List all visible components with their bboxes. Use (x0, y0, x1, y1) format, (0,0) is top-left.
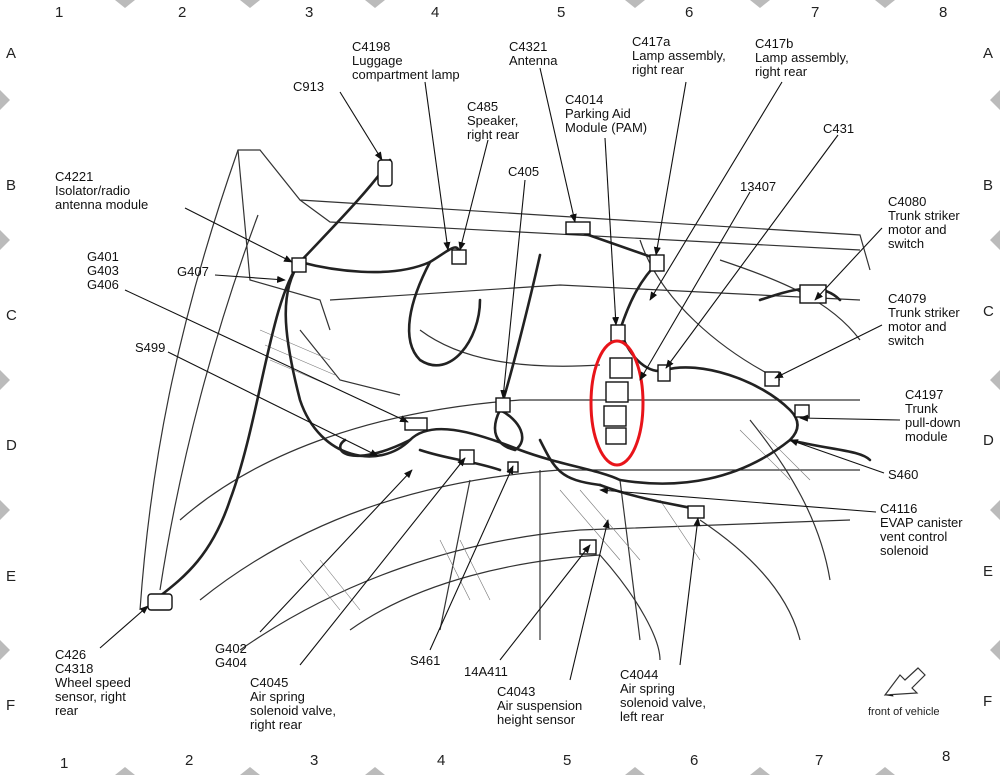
grid-col-top-7: 7 (811, 4, 820, 21)
connector-c4080 (799, 284, 827, 304)
grid-row-left-B: B (6, 177, 17, 194)
grid-col-bottom-3: 3 (310, 752, 319, 769)
label-s461: S461 (410, 653, 441, 668)
connectors (147, 159, 827, 611)
connector-c4321 (565, 221, 591, 235)
label-c405: C405 (508, 164, 540, 179)
connector-c431 (657, 364, 671, 382)
grid-col-top-5: 5 (557, 4, 566, 21)
grid-row-right-A: A (983, 45, 994, 62)
grid-col-bottom-6: 6 (690, 752, 699, 769)
grid-col-top-3: 3 (305, 4, 314, 21)
label-g407: G407 (177, 264, 209, 279)
front-arrow-icon (883, 667, 926, 696)
grid-col-bottom-1: 1 (60, 755, 69, 772)
label-13407: 13407 (740, 179, 777, 194)
grid-col-bottom-5: 5 (563, 752, 572, 769)
grid-row-left-A: A (6, 45, 17, 62)
connector-c426 (147, 593, 173, 611)
front-of-vehicle-note: front of vehicle (868, 706, 940, 718)
leader-lines (99, 67, 906, 697)
label-c431: C431 (823, 121, 855, 136)
grid-col-bottom-7: 7 (815, 752, 824, 769)
connector-c4044 (687, 505, 705, 519)
label-c913: C913 (293, 79, 325, 94)
connector-c913 (377, 159, 393, 187)
wiring-harness (153, 158, 872, 602)
connector-g401 (404, 417, 428, 431)
connector-c417a (649, 254, 665, 272)
relay-4 (605, 427, 627, 445)
grid-row-right-C: C (983, 303, 994, 320)
connector-c485 (451, 249, 467, 265)
relay-1 (609, 357, 633, 379)
grid-col-top-8: 8 (939, 4, 948, 21)
grid-row-left-C: C (6, 307, 17, 324)
grid-row-right-D: D (983, 432, 994, 449)
grid-col-top-1: 1 (55, 4, 64, 21)
grid-row-right-E: E (983, 563, 994, 580)
highlight-ellipse (589, 339, 645, 467)
grid-row-right-B: B (983, 177, 994, 194)
connector-c4079 (764, 371, 780, 387)
relay-3 (603, 405, 627, 427)
grid-col-top-6: 6 (685, 4, 694, 21)
connector-c4221 (291, 257, 307, 273)
grid-col-top-2: 2 (178, 4, 187, 21)
grid-col-bottom-8: 8 (942, 748, 951, 765)
relay-2 (605, 381, 629, 403)
grid-row-right-F: F (983, 693, 993, 710)
connector-c4014 (610, 324, 626, 342)
label-s460: S460 (888, 467, 919, 482)
grid-col-bottom-2: 2 (185, 752, 194, 769)
label-s499: S499 (135, 340, 166, 355)
label-14a411: 14A411 (464, 664, 508, 679)
connector-c405 (495, 397, 511, 413)
grid-col-top-4: 4 (431, 4, 440, 21)
grid-col-bottom-4: 4 (437, 752, 446, 769)
connector-c4197 (794, 404, 810, 418)
grid-row-left-F: F (6, 697, 16, 714)
grid-row-left-E: E (6, 568, 17, 585)
grid-row-left-D: D (6, 437, 17, 454)
